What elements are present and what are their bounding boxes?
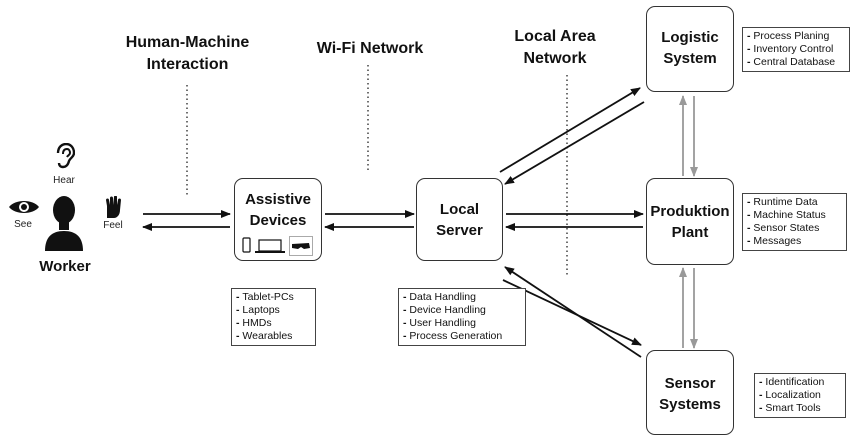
person-icon bbox=[45, 196, 83, 251]
list-item: Machine Status bbox=[747, 209, 842, 222]
list-item: Smart Tools bbox=[759, 402, 841, 415]
list-item: Runtime Data bbox=[747, 196, 842, 209]
heading-lan-line2: Network bbox=[523, 50, 587, 67]
sense-label-hear: Hear bbox=[53, 175, 75, 186]
arrow-sensor-to-server bbox=[504, 266, 642, 358]
node-sensor-title: Sensor Systems bbox=[647, 373, 733, 415]
node-local-server: Local Server bbox=[416, 178, 503, 261]
list-item: Tablet-PCs bbox=[236, 291, 311, 304]
list-item: Process Planing bbox=[747, 30, 845, 43]
heading-lan-line1: Local Area bbox=[514, 28, 596, 45]
list-item: Central Database bbox=[747, 56, 845, 69]
node-server-title-line2: Server bbox=[436, 222, 483, 239]
eye-icon bbox=[9, 201, 39, 213]
list-assistive-devices: Tablet-PCs Laptops HMDs Wearables bbox=[231, 288, 316, 346]
list-item: User Handling bbox=[403, 317, 521, 330]
list-item: Data Handling bbox=[403, 291, 521, 304]
node-plant-title-line1: Produktion bbox=[650, 203, 730, 220]
list-logistic-system: Process Planing Inventory Control Centra… bbox=[742, 27, 850, 72]
node-assistive-title-line2: Devices bbox=[249, 212, 307, 229]
node-server-title: Local Server bbox=[417, 199, 502, 241]
sense-label-see: See bbox=[14, 219, 32, 230]
list-local-server: Data Handling Device Handling User Handl… bbox=[398, 288, 526, 346]
hand-icon bbox=[106, 196, 121, 218]
arrow-logistic-to-server bbox=[504, 101, 645, 185]
node-produktion-plant: Produktion Plant bbox=[646, 178, 734, 265]
worker-label: Worker bbox=[39, 258, 91, 275]
list-item: Sensor States bbox=[747, 222, 842, 235]
heading-wifi-network: Wi-Fi Network bbox=[316, 40, 424, 57]
tablet-icon bbox=[242, 237, 251, 253]
heading-hmi-line2: Interaction bbox=[146, 56, 229, 73]
node-sensor-title-line1: Sensor bbox=[664, 375, 716, 392]
node-logistic-title-line2: System bbox=[663, 50, 717, 67]
laptop-icon bbox=[255, 239, 285, 253]
node-logistic-title: Logistic System bbox=[647, 27, 733, 69]
node-assistive-devices: Assistive Devices bbox=[234, 178, 322, 261]
list-item: Identification bbox=[759, 376, 841, 389]
list-sensor-systems: Identification Localization Smart Tools bbox=[754, 373, 846, 418]
sense-label-feel: Feel bbox=[103, 220, 123, 231]
heading-hmi-line1: Human-Machine bbox=[125, 34, 250, 51]
list-item: Device Handling bbox=[403, 304, 521, 317]
node-plant-title-line2: Plant bbox=[671, 224, 709, 241]
node-logistic-system: Logistic System bbox=[646, 6, 734, 92]
arrow-server-to-sensor bbox=[502, 279, 642, 346]
node-plant-title: Produktion Plant bbox=[647, 201, 733, 243]
list-item: Laptops bbox=[236, 304, 311, 317]
node-sensor-title-line2: Systems bbox=[659, 396, 721, 413]
list-item: Messages bbox=[747, 235, 842, 248]
node-logistic-title-line1: Logistic bbox=[661, 29, 719, 46]
node-assistive-title-line1: Assistive bbox=[245, 191, 311, 208]
list-item: Inventory Control bbox=[747, 43, 845, 56]
list-produktion-plant: Runtime Data Machine Status Sensor State… bbox=[742, 193, 847, 251]
arrow-server-to-logistic bbox=[499, 87, 641, 173]
list-item: Localization bbox=[759, 389, 841, 402]
list-item: HMDs bbox=[236, 317, 311, 330]
node-server-title-line1: Local bbox=[439, 201, 480, 218]
heading-human-machine-interaction: Human-Machine Interaction bbox=[100, 32, 275, 76]
hmd-icon bbox=[289, 236, 313, 256]
list-item: Process Generation bbox=[403, 330, 521, 343]
worker-group: Hear See Feel Worker bbox=[0, 140, 135, 280]
list-item: Wearables bbox=[236, 330, 311, 343]
node-sensor-systems: Sensor Systems bbox=[646, 350, 734, 435]
heading-local-area-network: Local Area Network bbox=[495, 26, 615, 70]
ear-icon bbox=[56, 143, 75, 169]
node-assistive-title: Assistive Devices bbox=[235, 189, 321, 231]
